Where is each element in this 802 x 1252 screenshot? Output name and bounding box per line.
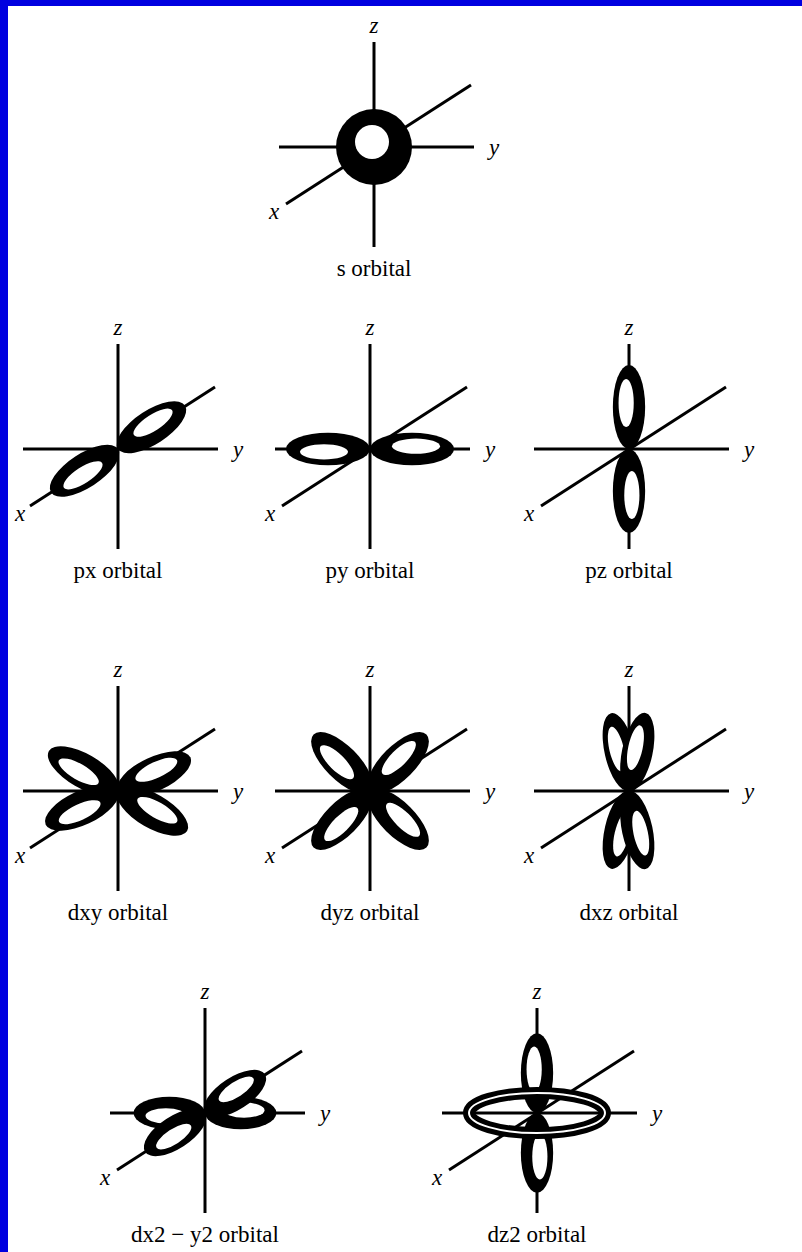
- axis-label: y: [233, 438, 243, 461]
- axis-label: y: [652, 1102, 662, 1125]
- orbital-caption: dxy orbital: [68, 901, 168, 924]
- dz2-orbital-figure: [442, 1008, 637, 1213]
- dxy-orbital-figure: [23, 686, 218, 891]
- axis-label: z: [201, 980, 210, 1003]
- axis-label: y: [485, 780, 495, 803]
- axis-label: x: [15, 502, 25, 525]
- orbital-caption: s orbital: [337, 257, 412, 280]
- pz-orbital-figure: [534, 344, 729, 549]
- axis-label: z: [366, 658, 375, 681]
- axis-label: x: [100, 1166, 110, 1189]
- orbital-caption: px orbital: [74, 559, 163, 582]
- orbital-caption: dxz orbital: [580, 901, 679, 924]
- orbital-caption: dz2 orbital: [488, 1223, 587, 1246]
- px-orbital-figure: [23, 344, 218, 549]
- axis-label: y: [485, 438, 495, 461]
- axis-label: x: [432, 1166, 442, 1189]
- blue-border: [0, 0, 802, 6]
- axis-label: y: [744, 438, 754, 461]
- orbital-caption: dx2 − y2 orbital: [131, 1223, 279, 1246]
- axis-label: x: [15, 844, 25, 867]
- axis-label: z: [370, 14, 379, 37]
- dx2y2-orbital-figure: [110, 1008, 305, 1213]
- axis-label: y: [233, 780, 243, 803]
- axis-label: y: [744, 780, 754, 803]
- orbital-caption: dyz orbital: [321, 901, 420, 924]
- axis-label: z: [366, 316, 375, 339]
- s-orbital-figure: [279, 42, 474, 247]
- orbital-caption: py orbital: [326, 559, 415, 582]
- axis-label: y: [320, 1102, 330, 1125]
- dyz-orbital-figure: [275, 686, 470, 891]
- axis-label: z: [114, 316, 123, 339]
- axis-label: x: [524, 502, 534, 525]
- dxz-orbital-figure: [534, 686, 729, 891]
- py-orbital-figure: [275, 344, 470, 549]
- axis-label: z: [625, 316, 634, 339]
- axis-label: x: [265, 844, 275, 867]
- axis-label: x: [265, 502, 275, 525]
- axis-label: z: [533, 980, 542, 1003]
- axis-label: z: [625, 658, 634, 681]
- orbital-caption: pz orbital: [585, 559, 673, 582]
- axis-label: y: [489, 136, 499, 159]
- axis-label: x: [269, 200, 279, 223]
- blue-border: [0, 0, 8, 1252]
- axis-label: z: [114, 658, 123, 681]
- axis-label: x: [524, 844, 534, 867]
